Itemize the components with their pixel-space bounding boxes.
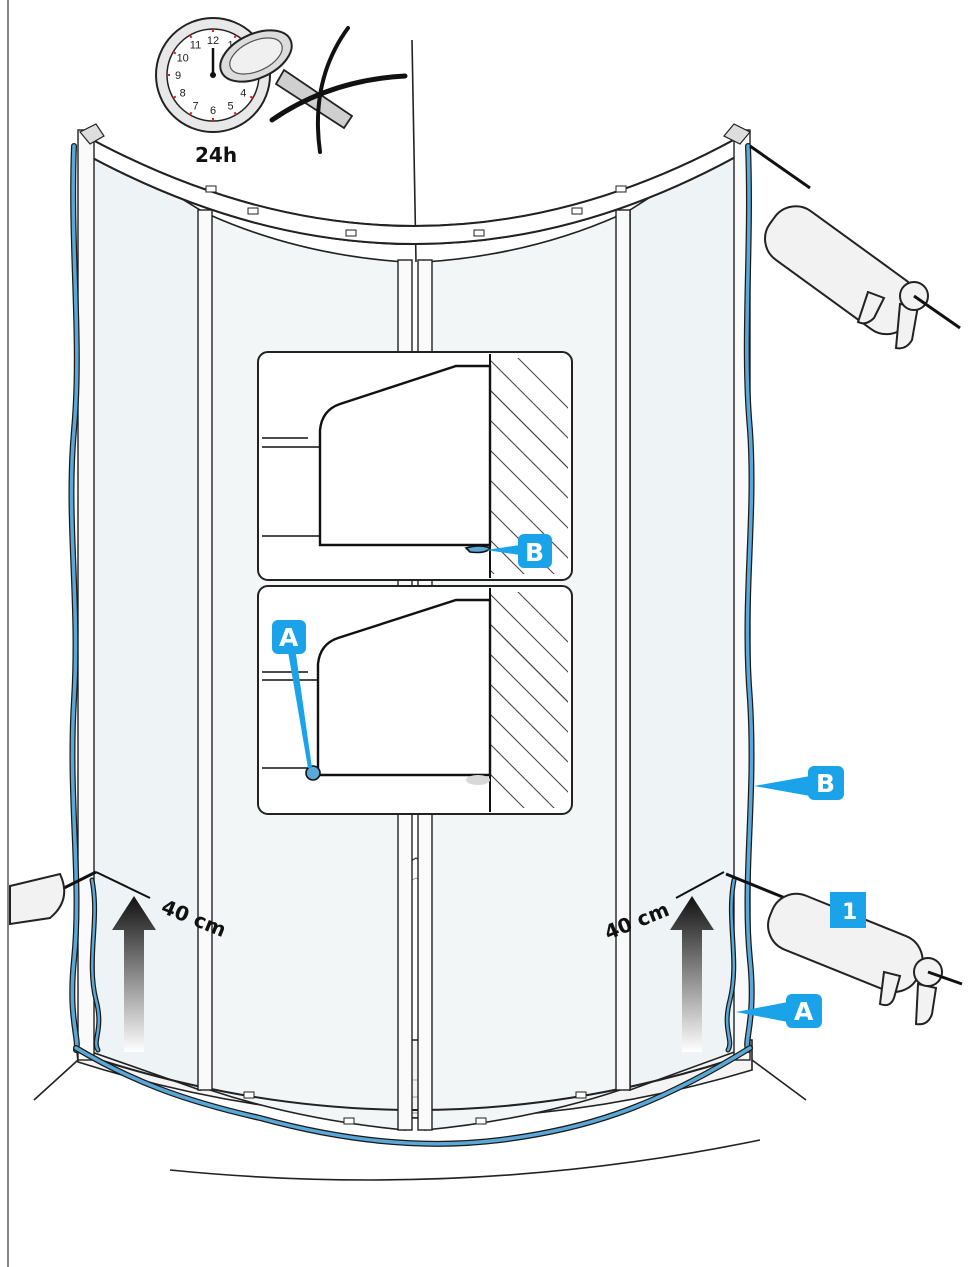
clock-numeral: 12 bbox=[207, 35, 219, 47]
callout-b-side: B bbox=[754, 766, 844, 800]
clock-tick bbox=[249, 95, 254, 99]
clock-numeral: 6 bbox=[210, 105, 216, 117]
clock-tick bbox=[189, 111, 193, 116]
callout-a-inset-label: A bbox=[279, 623, 299, 652]
up-arrow-icon bbox=[112, 896, 156, 1052]
silicone-seal bbox=[68, 143, 755, 1147]
up-arrow-icon bbox=[670, 896, 714, 1052]
clock-numeral: 7 bbox=[192, 100, 198, 112]
callout-b-inset: B bbox=[518, 534, 552, 568]
callout-a-inset: A bbox=[272, 620, 306, 654]
clock-numeral: 5 bbox=[227, 100, 233, 112]
caulking-gun-icon bbox=[749, 144, 961, 350]
step-number: 1 bbox=[842, 900, 857, 925]
clock-tick bbox=[233, 34, 237, 39]
clock-numeral: 9 bbox=[175, 70, 181, 82]
clock-numeral: 11 bbox=[190, 40, 201, 52]
caulking-gun-icon bbox=[9, 870, 97, 926]
callout-a-side: A bbox=[736, 994, 822, 1028]
detail-inset-b bbox=[257, 351, 573, 581]
dimension-line-left bbox=[95, 871, 151, 899]
clock-caption: 24h bbox=[195, 143, 237, 167]
callout-b-side-label: B bbox=[816, 769, 835, 798]
callout-b-inset-label: B bbox=[525, 538, 544, 567]
clock-tick bbox=[189, 34, 193, 39]
step-number-box: 1 bbox=[830, 892, 866, 928]
clock-numeral: 10 bbox=[177, 53, 189, 65]
caulking-gun-icon bbox=[725, 872, 963, 1026]
clock-numeral: 8 bbox=[180, 88, 186, 100]
clock-tick bbox=[172, 95, 177, 99]
clock-tick bbox=[172, 51, 177, 55]
callout-a-side-label: A bbox=[794, 997, 814, 1026]
detail-inset-a bbox=[257, 585, 573, 815]
dimension-line-right bbox=[675, 871, 725, 899]
clock-numeral: 4 bbox=[240, 88, 246, 100]
clock-tick bbox=[233, 111, 237, 116]
no-use-cross-icon bbox=[269, 26, 408, 154]
